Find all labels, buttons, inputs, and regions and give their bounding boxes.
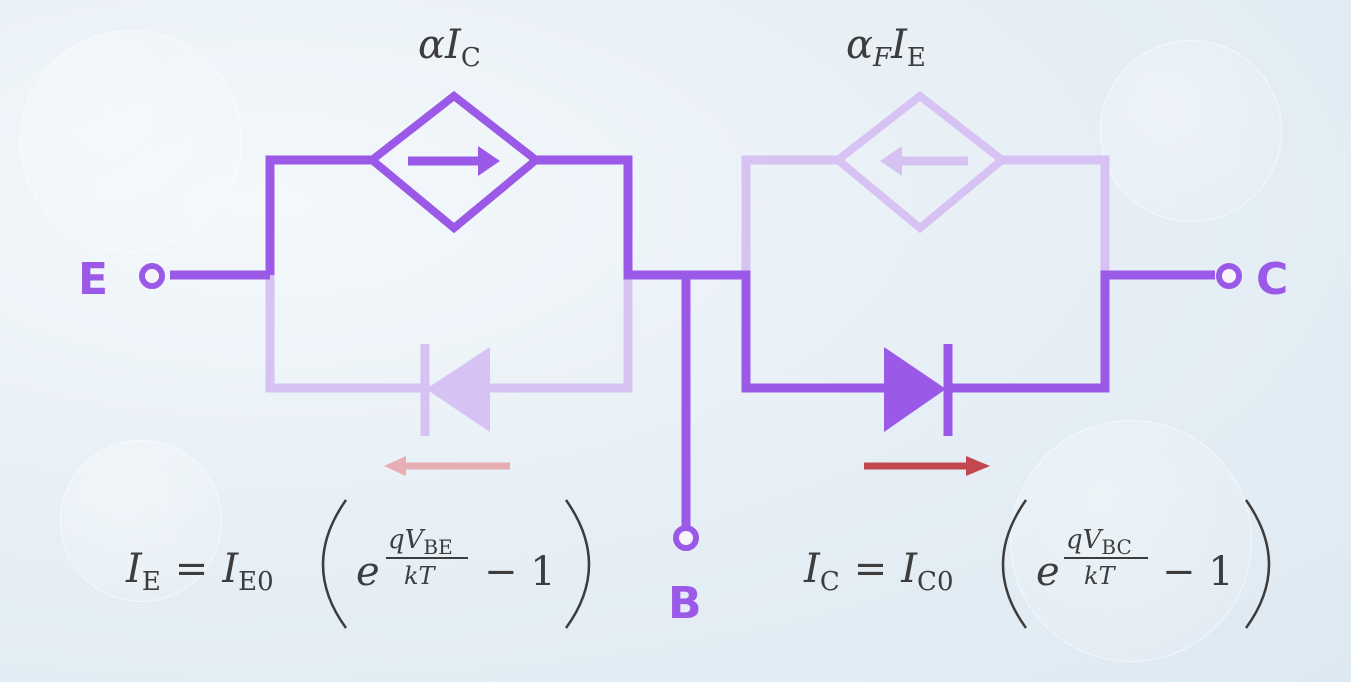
- collector-label: C: [1256, 254, 1288, 305]
- reverse-diode: [420, 344, 490, 436]
- svg-text:e: e: [1036, 549, 1060, 595]
- svg-text:kT: kT: [404, 562, 437, 590]
- reverse-diode-branch: [265, 270, 633, 393]
- background-bubble: [1010, 420, 1252, 662]
- svg-text:qVBC: qVBC: [1066, 525, 1132, 559]
- collector-equation: IC=IC0 e qVBC kT − 1: [803, 499, 1271, 629]
- forward-diode-branch: [690, 270, 1215, 393]
- emitter-label: E: [78, 254, 108, 305]
- left-paren: [1001, 499, 1028, 629]
- reverse-source-branch: [170, 155, 690, 280]
- background-bubble: [1100, 40, 1282, 222]
- svg-text:− 1: − 1: [1162, 549, 1234, 595]
- base-terminal[interactable]: [673, 525, 699, 551]
- left-paren: [321, 499, 348, 629]
- svg-text:qVBE: qVBE: [388, 525, 453, 559]
- svg-text:IE=IE0: IE=IE0: [125, 546, 274, 597]
- forward-diode: [884, 344, 953, 436]
- emitter-current-arrow: [384, 456, 510, 476]
- reverse-source-label: αIC: [418, 22, 481, 73]
- reverse-dependent-source: [365, 90, 543, 234]
- background-bubble: [60, 440, 222, 602]
- background-bubble: [20, 30, 242, 252]
- svg-text:IC=IC0: IC=IC0: [803, 546, 953, 597]
- emitter-equation: IE=IE0 e qVBE kT − 1: [125, 499, 591, 629]
- emitter-terminal[interactable]: [139, 263, 165, 289]
- collector-terminal[interactable]: [1216, 263, 1242, 289]
- right-paren: [564, 499, 591, 629]
- forward-source-label: αFIE: [846, 22, 926, 73]
- collector-current-arrow: [864, 456, 990, 476]
- forward-source-branch: [741, 155, 1110, 272]
- forward-dependent-source: [831, 90, 1009, 234]
- base-label: B: [668, 578, 702, 629]
- svg-text:kT: kT: [1084, 562, 1117, 590]
- svg-text:− 1: − 1: [484, 549, 556, 595]
- svg-text:e: e: [356, 549, 380, 595]
- right-paren: [1244, 499, 1271, 629]
